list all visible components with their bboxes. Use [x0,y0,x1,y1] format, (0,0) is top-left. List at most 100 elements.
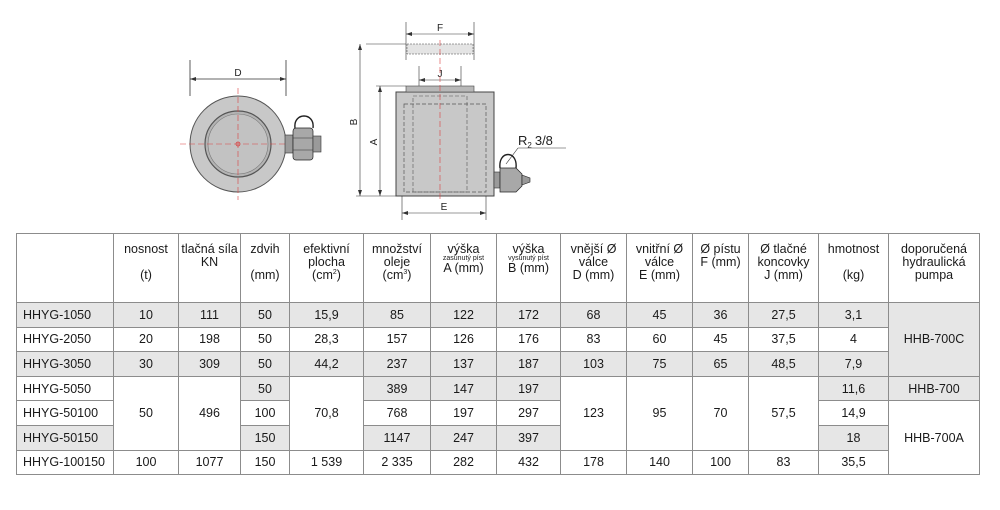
side-view-drawing: F J B A E [349,22,566,220]
thread-label-sub: 2 [527,141,532,150]
cell: 85 [363,302,431,328]
cell-model: HHYG-50150 [16,424,114,451]
cell: 11,6 [818,375,889,402]
cell: 50 [240,375,290,402]
dim-label-E: E [441,202,448,213]
cell-model: HHYG-2050 [16,326,114,353]
cell: 50 [240,302,290,328]
dim-label-J: J [438,69,443,80]
cell: 389 [363,375,431,402]
cell: 45 [626,302,693,328]
cell: 35,5 [818,449,889,476]
table-row: HHYG-3050 30 309 50 44,2 237 137 187 103… [16,351,980,377]
cell: 28,3 [289,326,364,353]
cell: 137 [430,351,497,377]
cell-group-nosnost: 50 [113,375,179,451]
cell: 14,9 [818,400,889,426]
cell: 44,2 [289,351,364,377]
thread-label-r: R [518,133,527,148]
cell: 100 [692,449,749,476]
cell: 178 [560,449,627,476]
dim-label-F: F [437,23,443,34]
cell-group-sila: 496 [178,375,241,451]
cell-model: HHYG-50100 [16,400,114,426]
cell: 30 [113,351,179,377]
header-hmotnost: hmotnost(kg) [818,233,889,303]
cell: 7,9 [818,351,889,377]
cell: 48,5 [748,351,819,377]
cell: 2 335 [363,449,431,476]
cell: 27,5 [748,302,819,328]
cell-pump: HHB-700C [888,302,980,377]
cell: 309 [178,351,241,377]
cell: 65 [692,351,749,377]
cell: 172 [496,302,561,328]
cell: 187 [496,351,561,377]
cell: 140 [626,449,693,476]
cell: 297 [496,400,561,426]
cell: 15,9 [289,302,364,328]
cell: 10 [113,302,179,328]
cell: 45 [692,326,749,353]
cell: 197 [430,400,497,426]
cell: 150 [240,449,290,476]
cell-model: HHYG-3050 [16,351,114,377]
cell: 111 [178,302,241,328]
table-row: HHYG-100150 100 1077 150 1 539 2 335 282… [16,449,980,476]
cell: 20 [113,326,179,353]
cell: 768 [363,400,431,426]
cell: 3,1 [818,302,889,328]
cell-group-plocha: 70,8 [289,375,364,451]
cell-pump: HHB-700 [888,375,980,402]
cell: 150 [240,424,290,451]
cell: 83 [560,326,627,353]
cell: 4 [818,326,889,353]
cell: 50 [240,326,290,353]
dim-label-B: B [349,118,360,125]
header-nosnost: nosnost(t) [113,233,179,303]
cell: 1147 [363,424,431,451]
dim-label-A: A [369,138,380,145]
cell-group-j: 57,5 [748,375,819,451]
cell: 83 [748,449,819,476]
cell: 50 [240,351,290,377]
cell: 68 [560,302,627,328]
cell: 36 [692,302,749,328]
table-row: HHYG-1050 10 111 50 15,9 85 122 172 68 4… [16,302,980,377]
cylinder-technical-drawing: D F J [0,0,1000,228]
header-olej: množství oleje(cm3) [363,233,431,303]
table-row: HHYG-50150 150 1147 247 397 18 [16,424,980,451]
cell-model: HHYG-5050 [16,375,114,402]
cell: 432 [496,449,561,476]
table-row: HHYG-50100 100 768 197 297 14,9 HHB-700A [16,400,980,476]
cell: 247 [430,424,497,451]
thread-label-size: 3/8 [535,133,553,148]
cell: 157 [363,326,431,353]
cell-group-f: 70 [692,375,749,451]
cell: 100 [240,400,290,426]
dim-label-D: D [234,68,241,79]
cell-model: HHYG-1050 [16,302,114,328]
cell: 1 539 [289,449,364,476]
header-pumpa: doporučená hydraulická pumpa [888,233,980,303]
cell: 237 [363,351,431,377]
cell-group-e: 95 [626,375,693,451]
cell: 126 [430,326,497,353]
top-view-drawing: D [180,60,322,200]
cell: 176 [496,326,561,353]
cell: 282 [430,449,497,476]
cell: 122 [430,302,497,328]
cell: 18 [818,424,889,451]
header-zdvih: zdvih(mm) [240,233,290,303]
cell: 397 [496,424,561,451]
table-row: HHYG-5050 50 496 50 70,8 389 147 197 123… [16,375,980,451]
